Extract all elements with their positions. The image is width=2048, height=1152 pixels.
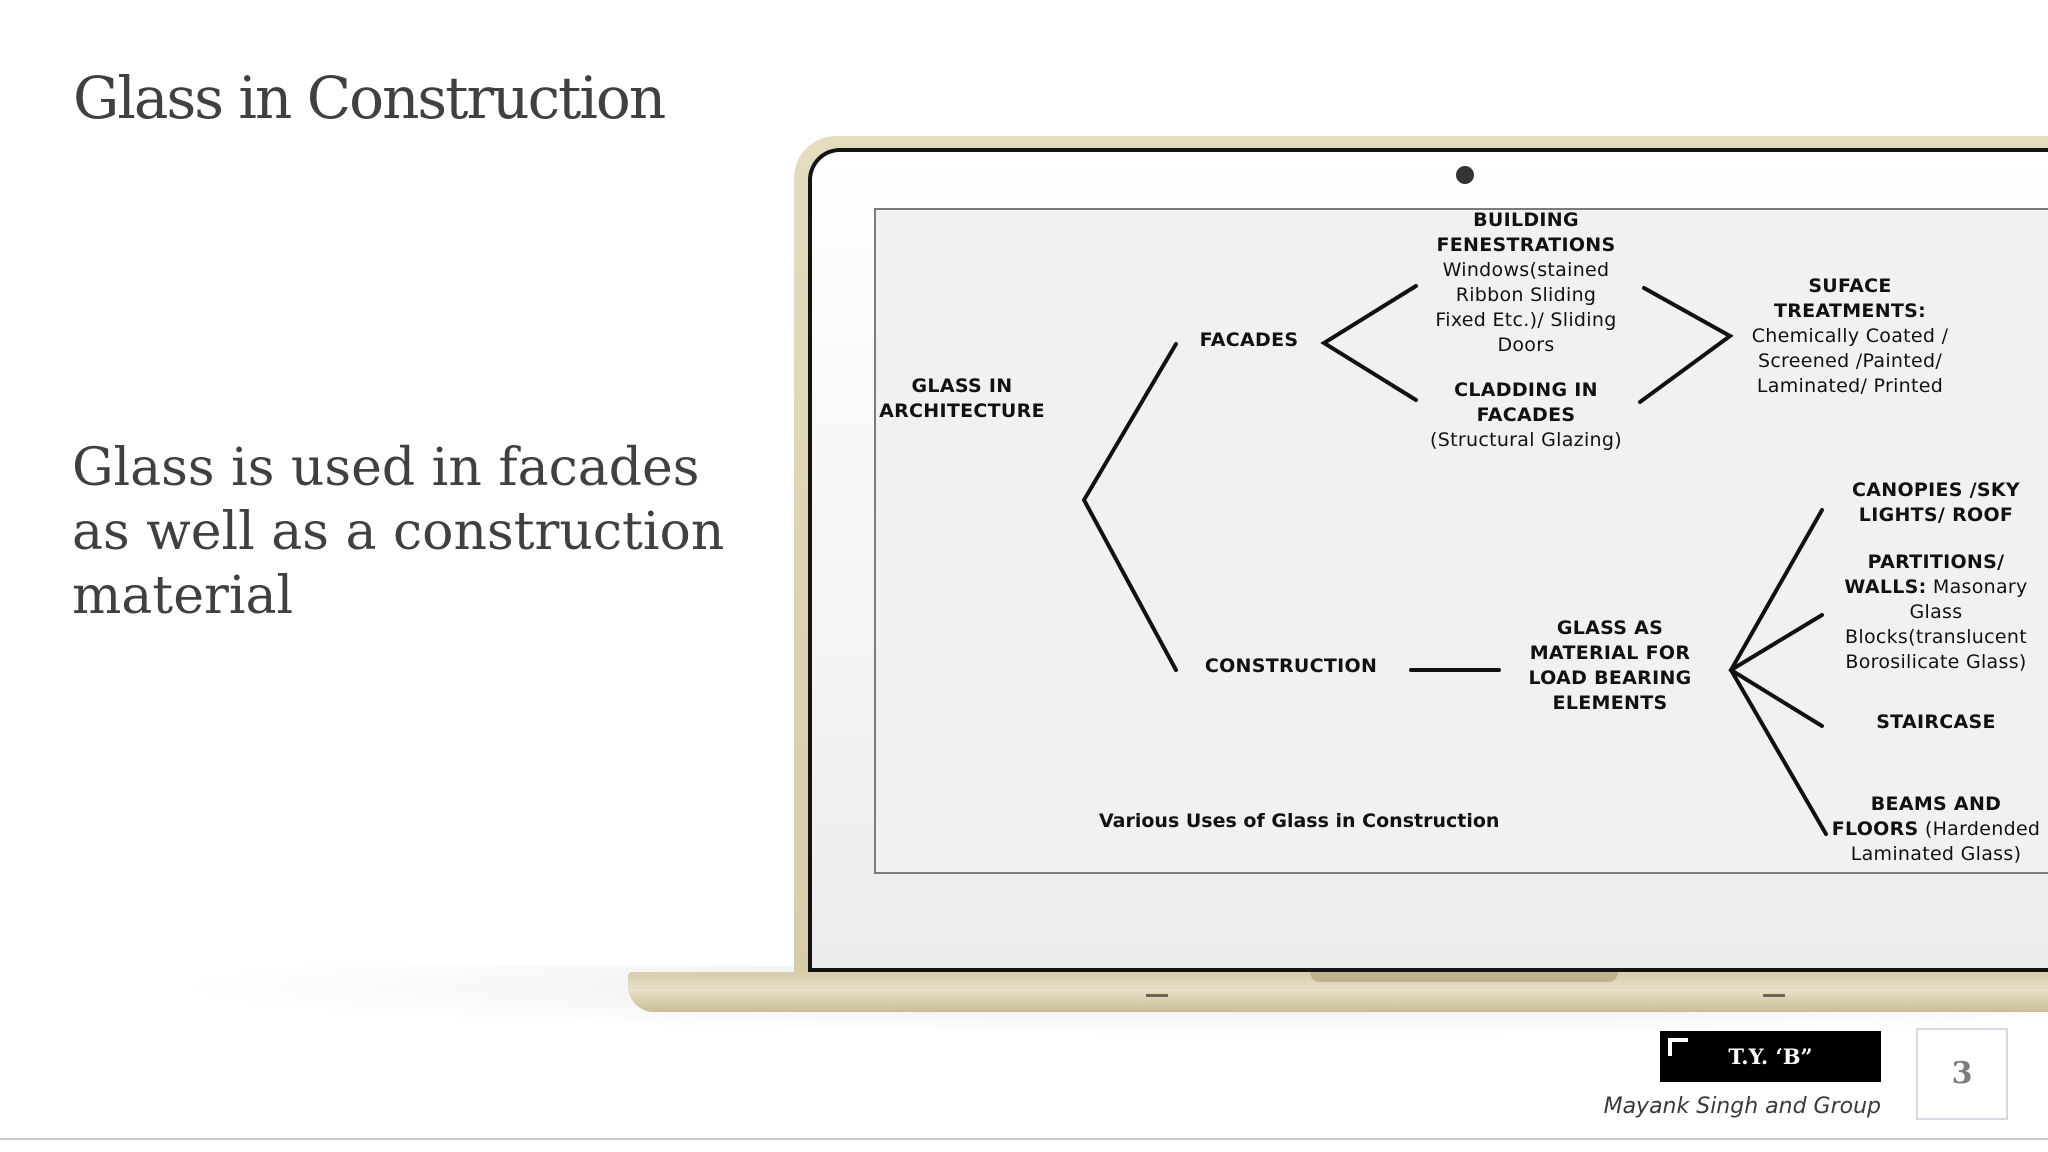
slide-title: Glass in Construction xyxy=(73,64,666,132)
laptop-foot-right xyxy=(1763,994,1785,997)
diagram-connectors xyxy=(1081,284,1828,836)
footer-author: Mayank Singh and Group xyxy=(1603,1094,1881,1119)
node-glass-as-load-bearing: GLASS AS MATERIAL FOR LOAD BEARING ELEME… xyxy=(1528,617,1692,714)
connector-facades-branches xyxy=(1320,284,1418,402)
body-text: Glass is used in facades as well as a co… xyxy=(72,438,725,626)
node-partitions: PARTITIONS/ WALLS: Masonary Glass Blocks… xyxy=(1844,551,2028,673)
webcam-icon xyxy=(1456,166,1474,184)
node-construction: CONSTRUCTION xyxy=(1204,655,1378,677)
node-beams-and-floors: BEAMS AND FLOORS (Hardended Laminated Gl… xyxy=(1831,793,2041,865)
node-staircase: STAIRCASE xyxy=(1876,711,1996,733)
group-badge: T.Y. ‘B” xyxy=(1660,1031,1881,1082)
node-surface-treatments: SUFACE TREATMENTS: Chemically Coated / S… xyxy=(1751,275,1949,397)
node-facades: FACADES xyxy=(1199,329,1299,351)
node-cladding-in-facades: CLADDING IN FACADES (Structural Glazing) xyxy=(1430,379,1622,451)
connector-root-branches xyxy=(1081,342,1178,672)
node-building-fenestrations: BUILDING FENESTRATIONS Windows(stained R… xyxy=(1435,209,1617,356)
corner-bracket-icon xyxy=(1668,1038,1688,1056)
bottom-divider xyxy=(0,1138,2048,1140)
laptop-hinge-notch xyxy=(1310,972,1618,982)
connector-to-surface-treatments xyxy=(1638,286,1734,404)
diagram-caption: Various Uses of Glass in Construction xyxy=(1099,810,1500,832)
connector-loadbearing-beams xyxy=(1729,668,1828,836)
page-number: 3 xyxy=(1916,1028,2008,1120)
node-canopies: CANOPIES /SKY LIGHTS/ ROOF xyxy=(1852,479,2020,526)
laptop-foot-left xyxy=(1146,994,1168,997)
connector-loadbearing-partitions xyxy=(1729,613,1824,672)
